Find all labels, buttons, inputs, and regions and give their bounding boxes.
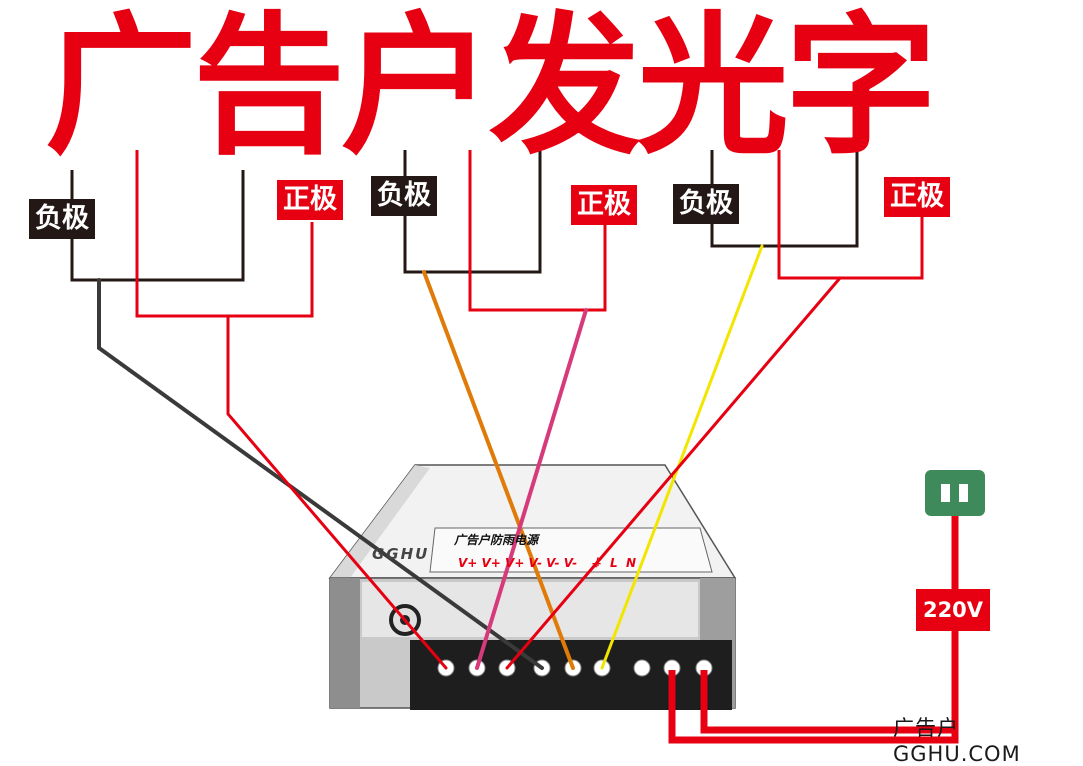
label-negative-2: 负极 [371,176,437,216]
psu-brand: GGHU [372,545,430,563]
diagram-title: 广告户发光字 [45,0,937,175]
wire-neg-1 [97,278,544,670]
wire-pos-1 [226,314,448,670]
label-positive-2: 正极 [571,185,637,225]
wire-neg-3 [600,244,764,670]
positive-loop-2 [468,150,607,312]
negative-loop-1 [70,170,245,282]
watermark: 广告户GGHU.COM [893,716,1021,766]
mains-voltage-label: 220V [916,589,990,631]
label-negative-1: 负极 [29,199,95,239]
wire-pos-3 [505,276,842,670]
label-positive-3: 正极 [884,177,950,217]
connection-wires [97,244,842,670]
label-positive-1: 正极 [277,180,343,220]
psu-terminal-labels: V+ V+ V+ V- V- V- ⏚ L N [458,556,637,570]
positive-loop-3 [777,150,924,280]
psu-front-left-shade [330,578,360,708]
positive-loop-1 [135,150,314,318]
label-negative-3: 负极 [673,184,739,224]
terminal-ground [633,659,651,677]
psu-name: 广告户防雨电源 [454,533,539,547]
plug-icon [925,470,985,516]
psu-top-shade [330,465,430,578]
wire-neg-2 [422,270,575,670]
wire-pos-2 [475,308,588,670]
